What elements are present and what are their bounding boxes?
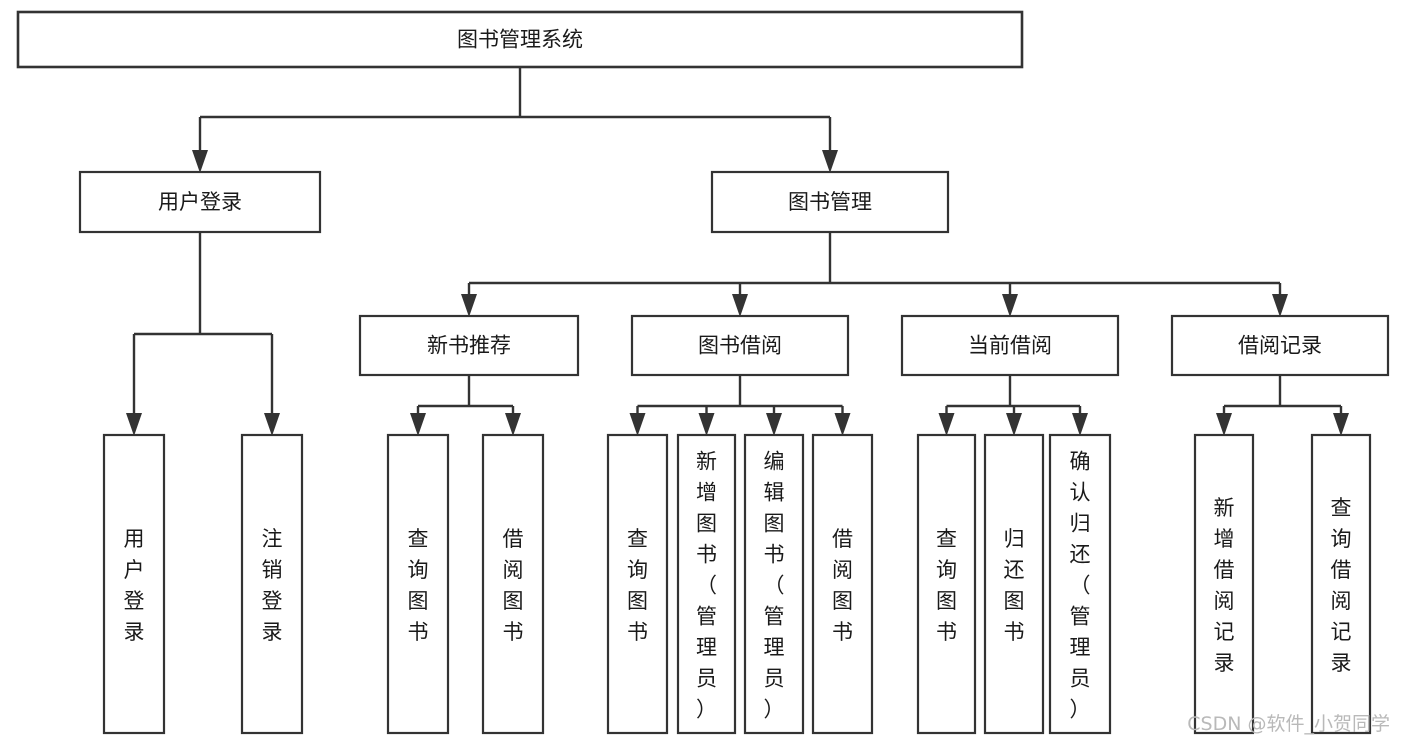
node-label: 归还图书 xyxy=(1004,527,1025,644)
node-box[interactable] xyxy=(102,433,166,735)
node-label: 查询图书 xyxy=(627,527,648,644)
node-branch[interactable]: 新书推荐 xyxy=(358,314,580,377)
watermark-label: CSDN @软件_小贺同学 xyxy=(1187,713,1390,735)
arrow-head-icon xyxy=(698,413,715,436)
node-box[interactable] xyxy=(916,433,977,735)
node-branch[interactable]: 当前借阅 xyxy=(900,314,1120,377)
node-box[interactable] xyxy=(811,433,874,735)
node-leaf[interactable]: 确认归还（管理员） xyxy=(1048,433,1112,735)
node-box[interactable] xyxy=(676,433,737,735)
node-leaf[interactable]: 编辑图书（管理员） xyxy=(743,433,805,735)
node-label: 查询图书 xyxy=(408,527,429,644)
node-label: 编辑图书（管理员） xyxy=(764,450,785,722)
node-box[interactable] xyxy=(606,433,669,735)
node-leaf[interactable]: 注销登录 xyxy=(240,433,304,735)
node-branch[interactable]: 图书管理 xyxy=(710,170,950,234)
node-box[interactable] xyxy=(1170,314,1390,377)
arrow-head-icon xyxy=(1002,294,1018,317)
node-box[interactable] xyxy=(16,10,1024,69)
node-label: 当前借阅 xyxy=(968,334,1052,358)
node-box[interactable] xyxy=(240,433,304,735)
arrow-head-icon xyxy=(264,413,280,436)
node-leaf[interactable]: 查询借阅记录 xyxy=(1310,433,1372,735)
node-label: 借阅图书 xyxy=(503,527,524,644)
arrow-head-icon xyxy=(1272,294,1288,317)
node-label: 借阅记录 xyxy=(1238,334,1322,358)
arrow-head-icon xyxy=(629,413,646,436)
node-leaf[interactable]: 新增借阅记录 xyxy=(1193,433,1255,735)
node-box[interactable] xyxy=(1310,433,1372,735)
arrow-head-icon xyxy=(1333,413,1349,436)
node-box[interactable] xyxy=(481,433,545,735)
arrow-head-icon xyxy=(766,413,782,436)
node-leaf[interactable]: 借阅图书 xyxy=(811,433,874,735)
node-box[interactable] xyxy=(630,314,850,377)
node-label: 图书管理系统 xyxy=(457,28,583,52)
node-label: 用户登录 xyxy=(124,527,145,644)
node-label: 确认归还（管理员） xyxy=(1070,450,1091,722)
node-leaf[interactable]: 归还图书 xyxy=(983,433,1045,735)
node-label: 新书推荐 xyxy=(427,334,511,358)
node-box[interactable] xyxy=(900,314,1120,377)
node-box[interactable] xyxy=(710,170,950,234)
arrow-head-icon xyxy=(461,294,477,317)
node-label: 查询借阅记录 xyxy=(1331,496,1352,675)
arrow-head-icon xyxy=(1216,413,1232,436)
node-root[interactable]: 图书管理系统 xyxy=(16,10,1024,69)
node-box[interactable] xyxy=(1193,433,1255,735)
node-box[interactable] xyxy=(358,314,580,377)
node-box[interactable] xyxy=(1048,433,1112,735)
node-label: 查询图书 xyxy=(936,527,957,644)
arrow-head-icon xyxy=(410,413,426,436)
node-label: 注销登录 xyxy=(262,527,283,644)
arrow-head-icon xyxy=(1072,413,1088,436)
arrow-head-icon xyxy=(732,294,748,317)
node-label: 新增图书（管理员） xyxy=(696,450,717,722)
node-box[interactable] xyxy=(78,170,322,234)
node-box[interactable] xyxy=(983,433,1045,735)
arrow-head-icon xyxy=(938,413,955,436)
node-leaf[interactable]: 查询图书 xyxy=(386,433,450,735)
arrow-head-icon xyxy=(834,413,851,436)
node-branch[interactable]: 图书借阅 xyxy=(630,314,850,377)
node-layer: 图书管理系统用户登录图书管理新书推荐图书借阅当前借阅借阅记录用户登录注销登录查询… xyxy=(16,10,1390,735)
node-label: 新增借阅记录 xyxy=(1214,496,1235,675)
node-label: 图书借阅 xyxy=(698,334,782,358)
node-leaf[interactable]: 新增图书（管理员） xyxy=(676,433,737,735)
node-branch[interactable]: 用户登录 xyxy=(78,170,322,234)
node-label: 借阅图书 xyxy=(832,527,853,644)
node-branch[interactable]: 借阅记录 xyxy=(1170,314,1390,377)
node-leaf[interactable]: 查询图书 xyxy=(916,433,977,735)
node-label: 图书管理 xyxy=(788,190,872,214)
node-box[interactable] xyxy=(386,433,450,735)
arrow-head-icon xyxy=(126,413,142,436)
node-leaf[interactable]: 查询图书 xyxy=(606,433,669,735)
arrow-head-icon xyxy=(192,150,208,173)
arrow-head-icon xyxy=(822,150,838,173)
connector-layer xyxy=(126,67,1349,436)
node-box[interactable] xyxy=(743,433,805,735)
node-label: 用户登录 xyxy=(158,190,242,214)
arrow-head-icon xyxy=(505,413,521,436)
node-leaf[interactable]: 用户登录 xyxy=(102,433,166,735)
node-leaf[interactable]: 借阅图书 xyxy=(481,433,545,735)
arrow-head-icon xyxy=(1006,413,1022,436)
